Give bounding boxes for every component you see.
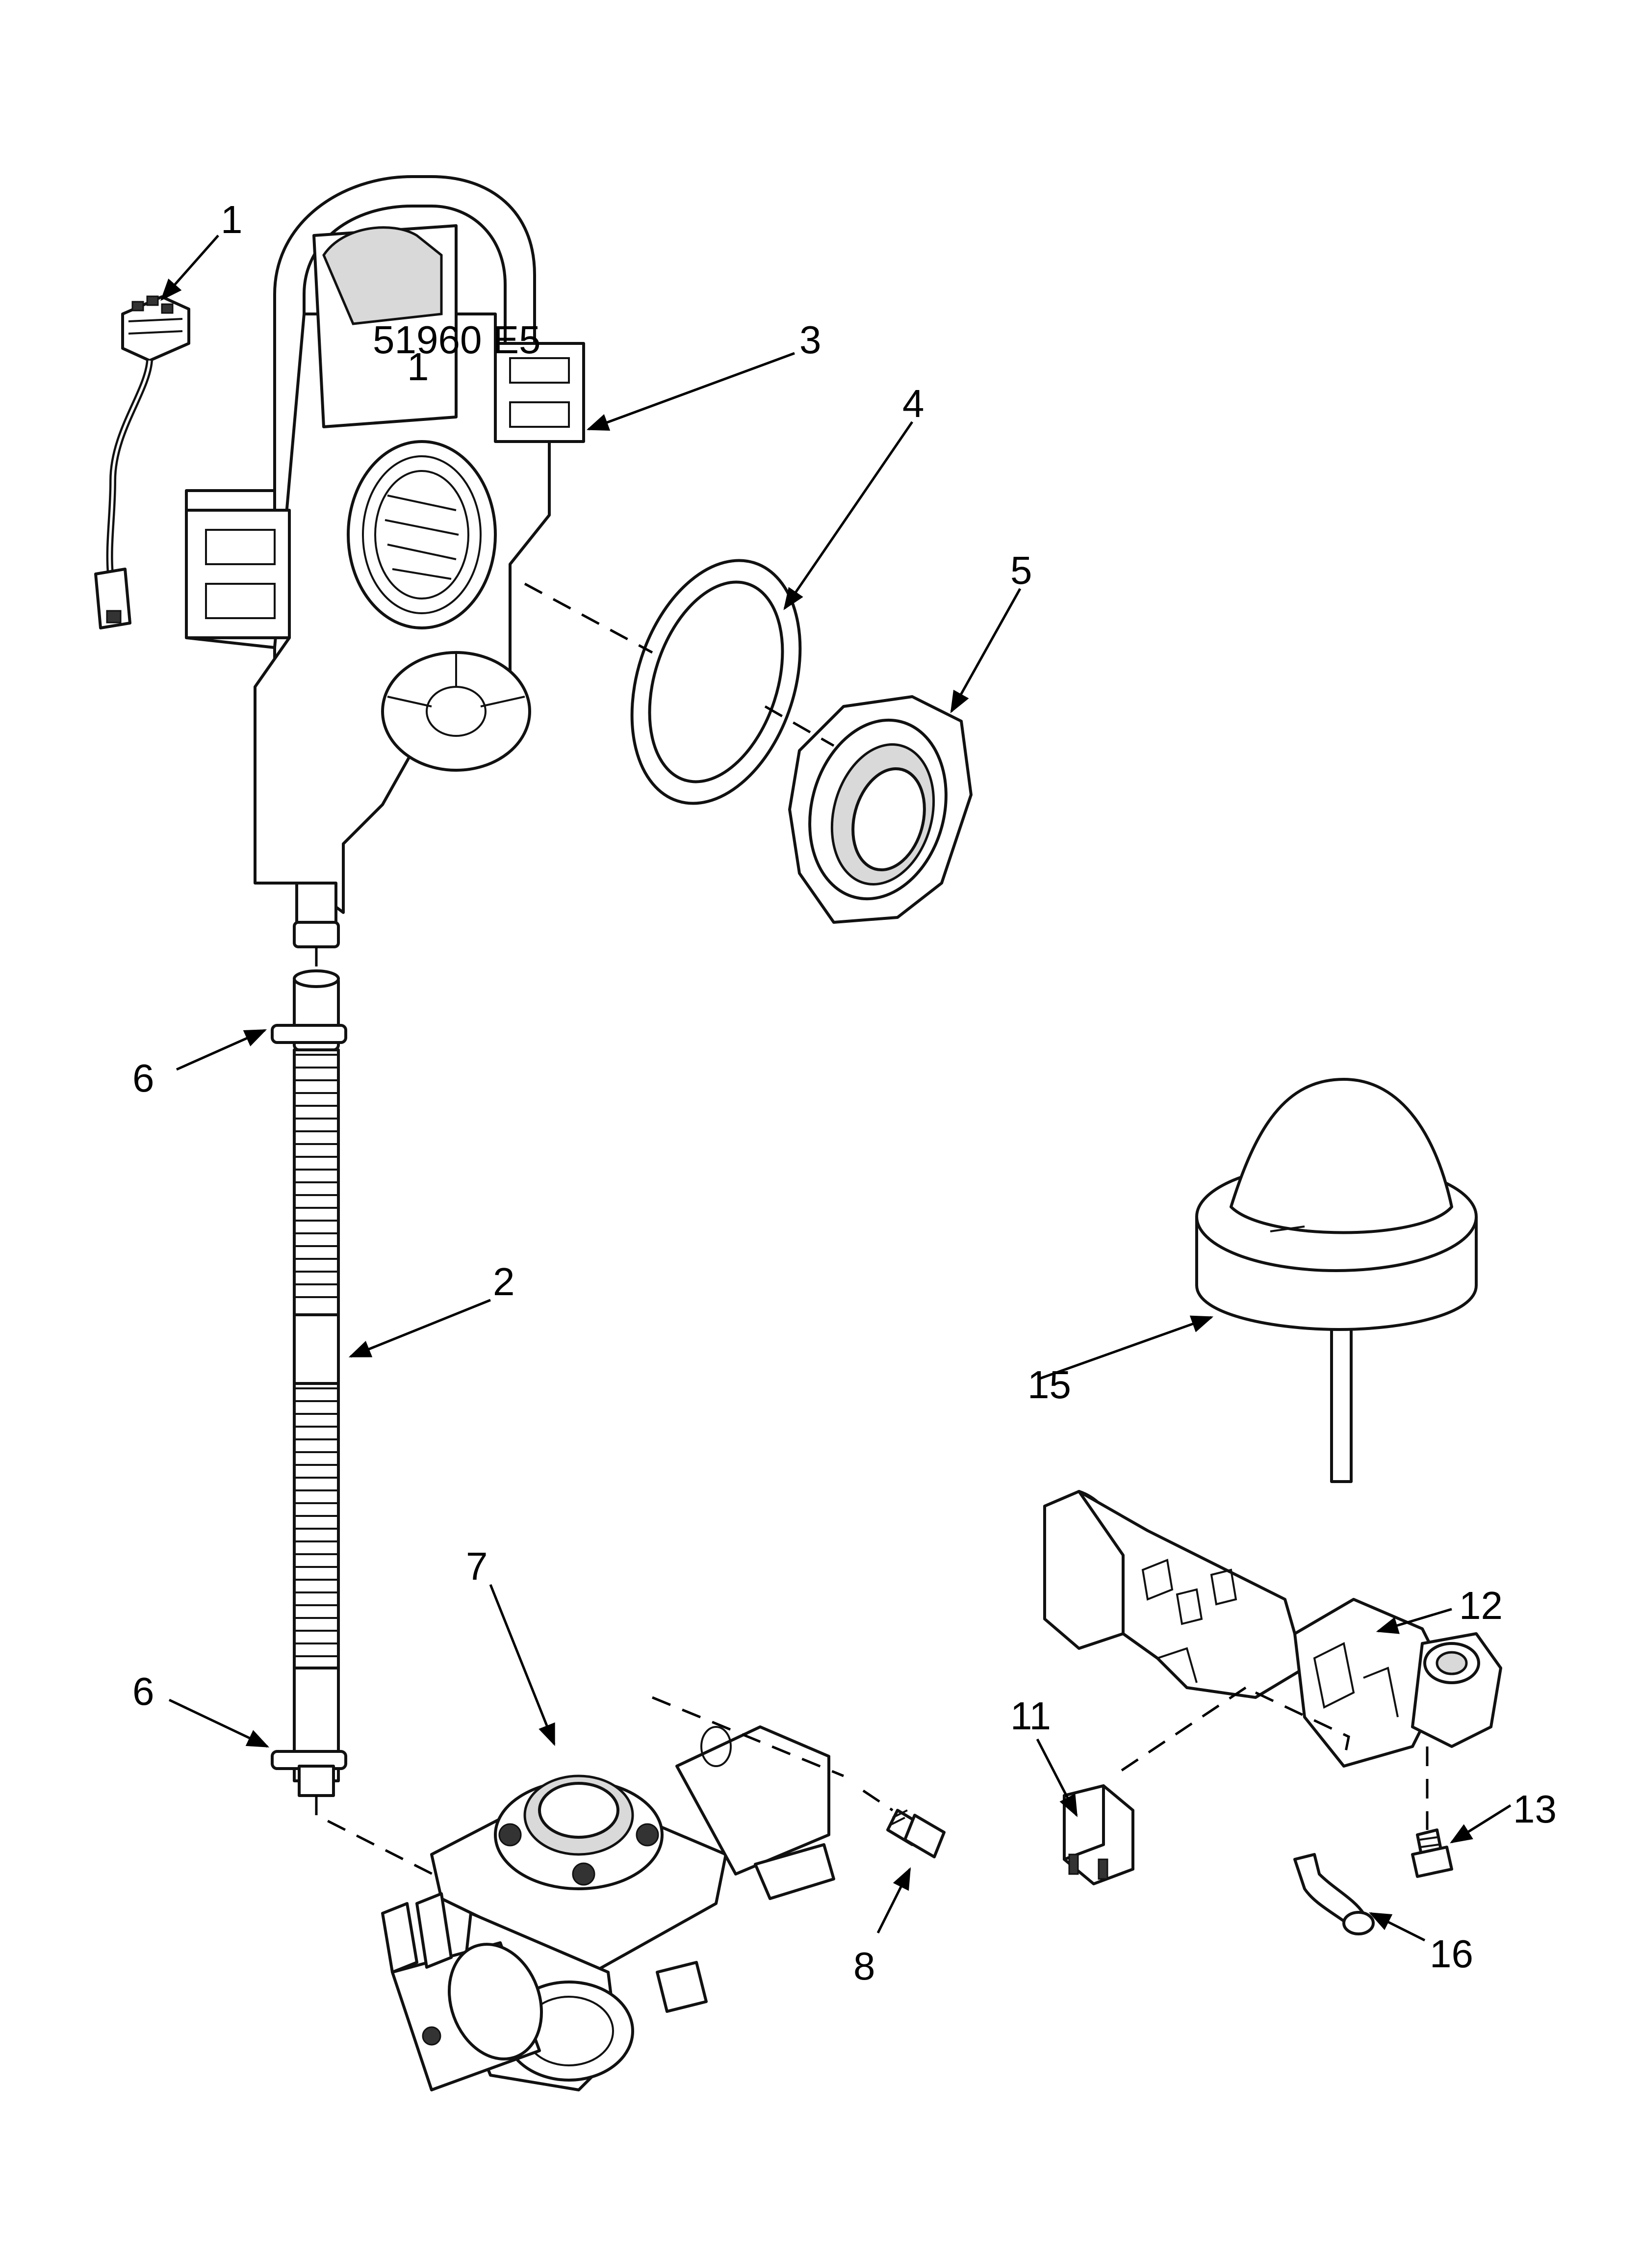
part-2-hose	[271, 947, 347, 1797]
callout-2: 2	[493, 1260, 515, 1303]
callout-13: 13	[1513, 1787, 1557, 1831]
assembly-line-valve-screw	[652, 1696, 894, 1812]
callout-4: 4	[902, 382, 924, 425]
part-8-screw	[886, 1809, 946, 1858]
part-16-lever	[1293, 1853, 1375, 1935]
part-15-float	[1195, 1078, 1478, 1483]
housing-revision: 1	[407, 345, 429, 389]
callout-11: 11	[1010, 1694, 1051, 1738]
part-12-float-bracket	[1043, 1490, 1502, 1768]
callout-1: 1	[221, 198, 243, 241]
part-13-screw	[1411, 1828, 1453, 1878]
callout-6-upper: 6	[132, 1056, 154, 1100]
callout-3: 3	[799, 318, 821, 362]
callout-8: 8	[853, 1944, 875, 1988]
part-4-gasket	[630, 559, 802, 805]
callout-16: 16	[1430, 1932, 1473, 1976]
part-7-inlet-valve	[381, 1725, 835, 2091]
part-1-wire-harness	[94, 295, 190, 629]
assembly-line-bracket-parts	[1112, 1686, 1429, 1830]
part-3-housing: 51960 E5 1	[185, 175, 585, 948]
callout-6-lower: 6	[132, 1669, 154, 1713]
callout-12: 12	[1459, 1584, 1503, 1627]
callout-7: 7	[466, 1544, 488, 1588]
callout-labels: 1 2 3 4 5 6 6 7 8 11 12 13 15 16	[132, 198, 1557, 1988]
assembly-line-hose-valve	[315, 1796, 501, 1910]
housing-part-number: 51960 E5	[373, 318, 541, 362]
callout-15: 15	[1027, 1363, 1071, 1407]
leader-lines	[160, 235, 1512, 1942]
part-5-nut	[788, 695, 973, 924]
callout-5: 5	[1010, 548, 1032, 592]
part-11-switch	[1063, 1784, 1134, 1885]
assembly-line-port	[524, 582, 835, 747]
